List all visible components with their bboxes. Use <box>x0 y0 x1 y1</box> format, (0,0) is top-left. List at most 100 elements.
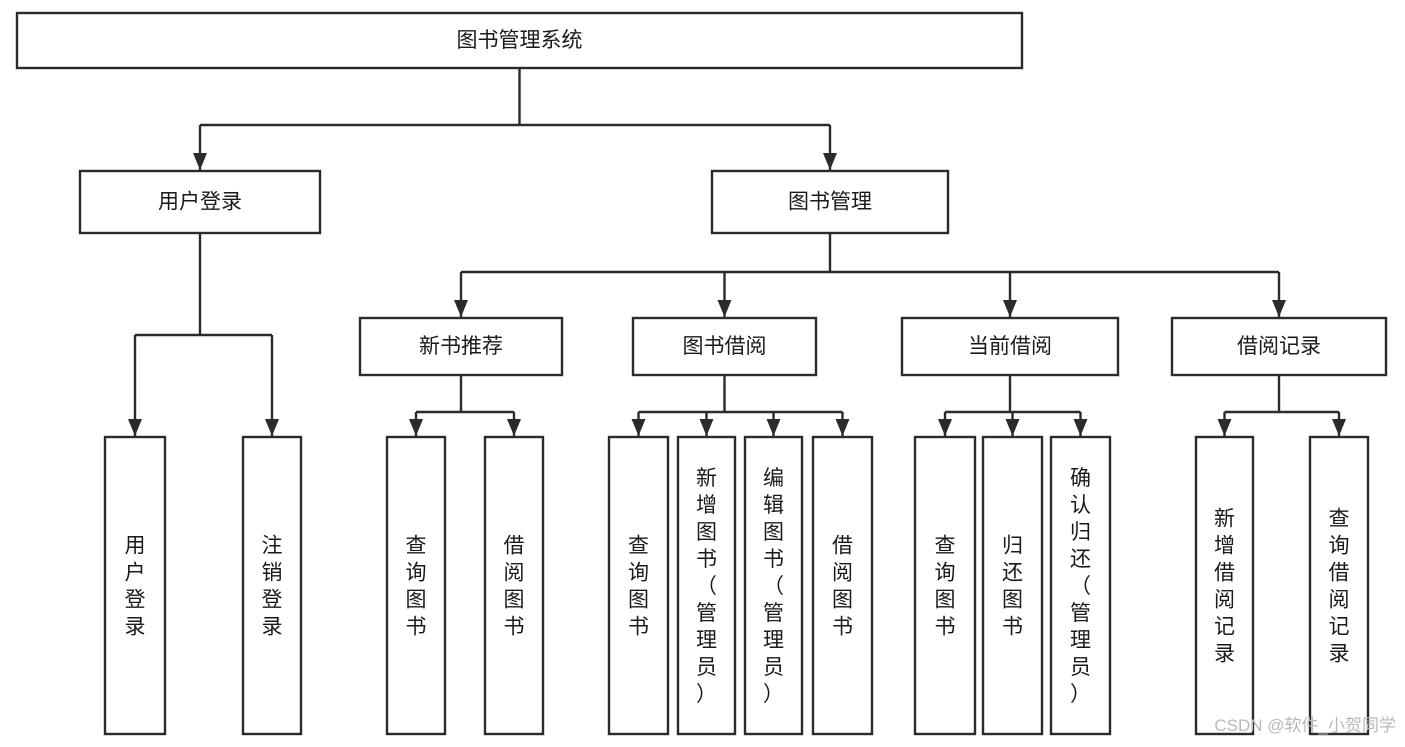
node-label-new-book-recommend: 新书推荐 <box>419 335 503 358</box>
node-label-char: 增 <box>1214 535 1235 558</box>
node-label-char: 查 <box>935 535 956 558</box>
arrow-head-icon <box>835 419 850 436</box>
node-label-char: 阅 <box>1329 589 1350 612</box>
node-box-root <box>15 11 1024 70</box>
node-borrow-record[interactable]: 借阅记录 <box>1170 316 1388 377</box>
node-label-char: 理 <box>696 629 717 652</box>
arrow-head-icon <box>1005 419 1020 436</box>
node-label-char: 书 <box>935 616 956 639</box>
node-box-leaf-add-record <box>1194 435 1255 736</box>
arrow-head-icon <box>454 300 468 317</box>
node-label-char: 阅 <box>504 562 525 585</box>
node-label-char: 户 <box>125 562 146 585</box>
node-label-char: 图 <box>832 589 853 612</box>
node-label-char: ） <box>696 683 717 706</box>
node-label-char: 记 <box>1214 616 1235 639</box>
node-label-char: 书 <box>1002 616 1023 639</box>
node-label-char: 员 <box>696 656 717 679</box>
node-box-current-borrow <box>900 316 1120 377</box>
node-label-char: 理 <box>763 629 784 652</box>
node-label-char: 销 <box>262 562 283 585</box>
node-label-book-borrow: 图书借阅 <box>683 335 767 358</box>
node-label-char: 管 <box>1070 602 1091 625</box>
node-box-leaf-borrow-book-rec <box>483 435 545 736</box>
node-label-char: 查 <box>628 535 649 558</box>
node-label-char: 图 <box>763 521 784 544</box>
node-current-borrow[interactable]: 当前借阅 <box>900 316 1120 377</box>
node-label-root: 图书管理系统 <box>457 29 583 52</box>
node-label-char: 借 <box>504 535 525 558</box>
node-new-book-recommend[interactable]: 新书推荐 <box>358 316 564 377</box>
node-label-char: 书 <box>763 548 784 571</box>
node-label-char: 图 <box>504 589 525 612</box>
node-label-char: ） <box>1070 683 1091 706</box>
node-label-char: 用 <box>125 535 146 558</box>
node-label-char: 录 <box>1329 643 1350 666</box>
node-root[interactable]: 图书管理系统 <box>15 11 1024 70</box>
node-box-leaf-logout <box>241 435 303 736</box>
node-box-book-borrow <box>631 316 818 377</box>
node-label-char: 管 <box>696 602 717 625</box>
arrow-head-icon <box>1217 419 1232 436</box>
node-box-leaf-query-record <box>1308 435 1370 736</box>
arrow-head-icon <box>507 419 521 436</box>
node-label-char: 图 <box>628 589 649 612</box>
node-label-char: 注 <box>262 535 283 558</box>
node-box-leaf-confirm-return <box>1049 435 1112 736</box>
node-book-manage[interactable]: 图书管理 <box>710 169 950 235</box>
node-label-char: 借 <box>1214 562 1235 585</box>
arrow-head-icon <box>265 419 279 436</box>
node-label-char: 借 <box>1329 562 1350 585</box>
node-label-char: 询 <box>935 562 956 585</box>
node-label-user-login: 用户登录 <box>158 191 242 214</box>
node-label-char: 辑 <box>763 494 784 517</box>
node-label-char: ） <box>763 683 784 706</box>
node-label-char: 归 <box>1002 535 1023 558</box>
node-label-char: 录 <box>262 616 283 639</box>
node-label-char: 询 <box>406 562 427 585</box>
arrow-head-icon <box>766 419 781 436</box>
node-label-char: 借 <box>832 535 853 558</box>
node-label-char: 员 <box>1070 656 1091 679</box>
node-label-char: 还 <box>1070 548 1091 571</box>
node-box-leaf-query-book-rec <box>385 435 447 736</box>
connector-lines <box>128 68 1346 436</box>
arrow-head-icon <box>938 419 952 436</box>
arrow-head-icon <box>717 300 732 317</box>
node-book-borrow[interactable]: 图书借阅 <box>631 316 818 377</box>
arrow-head-icon <box>1073 419 1088 436</box>
arrow-head-icon <box>128 419 142 436</box>
node-label-char: 管 <box>763 602 784 625</box>
node-label-char: 录 <box>1214 643 1235 666</box>
node-label-char: 登 <box>262 589 283 612</box>
node-label-char: 图 <box>406 589 427 612</box>
node-label-char: 阅 <box>832 562 853 585</box>
node-label-char: 记 <box>1329 616 1350 639</box>
node-label-char: 登 <box>125 589 146 612</box>
arrow-head-icon <box>1003 300 1017 317</box>
node-label-char: 书 <box>628 616 649 639</box>
node-box-new-book-recommend <box>358 316 564 377</box>
node-user-login[interactable]: 用户登录 <box>78 169 322 235</box>
node-box-leaf-user-login <box>103 435 167 736</box>
arrow-head-icon <box>193 153 207 170</box>
node-label-char: （ <box>763 575 784 598</box>
node-leaf-user-login[interactable]: 用户登录 <box>103 435 167 736</box>
node-box-leaf-query-book-borrow <box>607 435 670 736</box>
node-label-char: 图 <box>696 521 717 544</box>
node-label-char: 增 <box>696 494 717 517</box>
